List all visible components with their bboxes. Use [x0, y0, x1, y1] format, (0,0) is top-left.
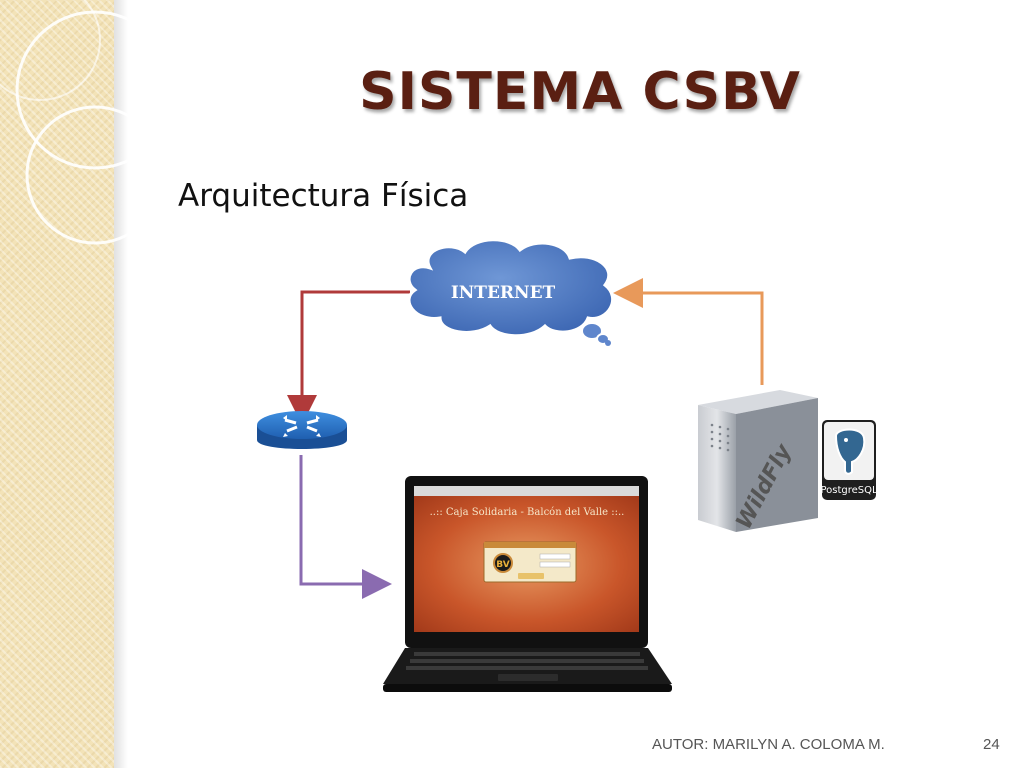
internet-cloud: INTERNET — [407, 238, 615, 346]
arrow-router-to-laptop — [299, 455, 392, 599]
laptop-screen-title: ..:: Caja Solidaria - Balcón del Valle :… — [430, 507, 625, 518]
postgresql-label: PostgreSQL — [820, 485, 878, 496]
laptop-logo: BV — [496, 560, 509, 570]
server-icon: WildFly — [698, 390, 818, 533]
postgresql-icon: PostgreSQL — [820, 420, 878, 500]
page-number: 24 — [983, 736, 1000, 753]
laptop-icon: ..:: Caja Solidaria - Balcón del Valle :… — [383, 476, 672, 692]
page-subtitle: Arquitectura Física — [178, 178, 469, 214]
sidebar-shadow — [114, 0, 128, 768]
arrow-cloud-to-router — [287, 290, 410, 425]
footer-author: AUTOR: MARILYN A. COLOMA M. — [652, 736, 885, 753]
arrow-server-to-cloud — [613, 278, 764, 385]
router-icon — [257, 411, 347, 449]
decorative-sidebar — [0, 0, 114, 768]
page-title: SISTEMA CSBV — [359, 62, 801, 122]
cloud-label: INTERNET — [451, 283, 556, 303]
